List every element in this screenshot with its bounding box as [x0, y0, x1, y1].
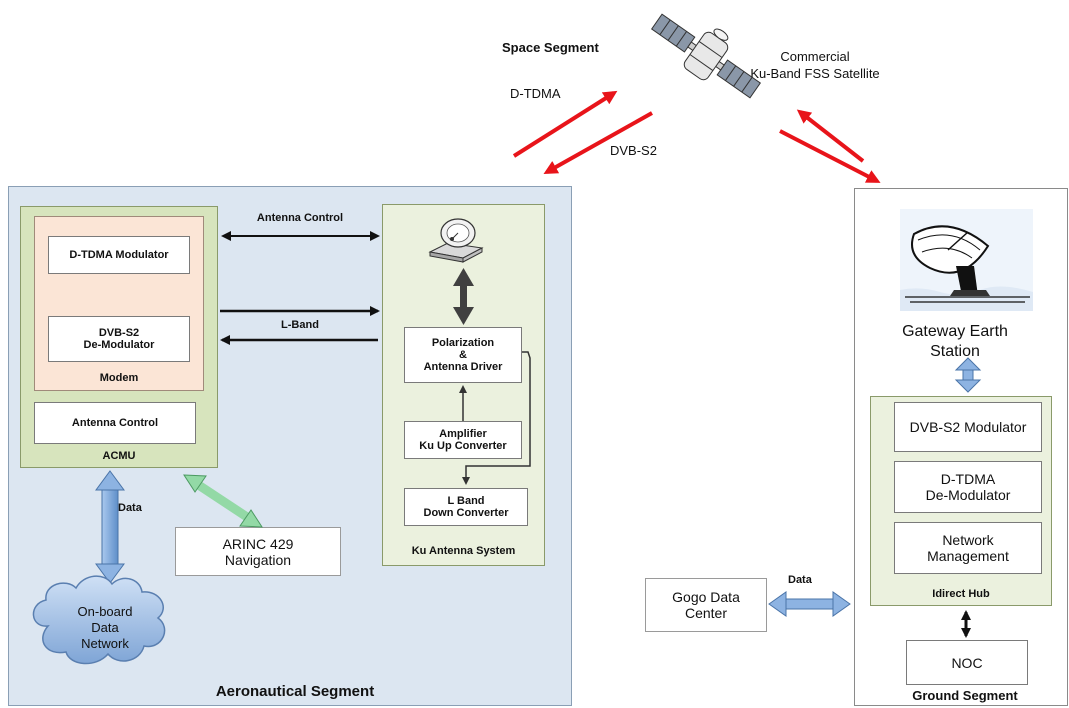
lband-down-converter-box[interactable]: L Band Down Converter [404, 488, 528, 526]
ku-antenna-system-label: Ku Antenna System [411, 545, 516, 557]
noc-box[interactable]: NOC [906, 640, 1028, 685]
dtdma-modulator-box[interactable]: D-TDMA Modulator [48, 236, 190, 274]
acmu-antenna-control-box[interactable]: Antenna Control [34, 402, 196, 444]
dvbs2-modulator-box[interactable]: DVB-S2 Modulator [894, 402, 1042, 452]
modem-label: Modem [99, 372, 139, 384]
dtdma-demodulator-box[interactable]: D-TDMA De-Modulator [894, 461, 1042, 513]
amplifier-ku-up-converter-box[interactable]: Amplifier Ku Up Converter [404, 421, 522, 459]
ground-segment-label: Ground Segment [912, 688, 1018, 703]
gateway-earth-station-label: Gateway Earth Station [902, 323, 1008, 360]
antenna-control-link-label: Antenna Control [256, 212, 344, 224]
gateway-dish-icon [900, 209, 1033, 311]
acmu-network-data-arrow [95, 470, 125, 584]
space-segment-label: Space Segment [502, 40, 599, 55]
aero-data-label: Data [118, 502, 142, 514]
network-management-box[interactable]: Network Management [894, 522, 1042, 574]
ground-data-label: Data [788, 574, 812, 586]
arinc-429-navigation-box[interactable]: ARINC 429 Navigation [175, 527, 341, 576]
dish-driver-arrow [453, 268, 474, 325]
acmu-label: ACMU [102, 450, 136, 462]
dvbs2-downlink-label: DVB-S2 [610, 143, 657, 158]
dtdma-uplink-label: D-TDMA [510, 86, 561, 101]
aeronautical-segment-label: Aeronautical Segment [215, 683, 375, 700]
ku-antenna-icon [428, 218, 484, 263]
lband-link-label: L-Band [281, 319, 319, 331]
dvbs2-demodulator-box[interactable]: DVB-S2 De-Modulator [48, 316, 190, 362]
gateway-hub-arrow [954, 357, 982, 393]
acmu-arinc-arrow [183, 474, 263, 528]
idirect-hub-label: Idirect Hub [932, 588, 990, 600]
polarization-antenna-driver-box[interactable]: Polarization & Antenna Driver [404, 327, 522, 383]
satellite-label: Commercial Ku-Band FSS Satellite [750, 49, 880, 81]
gogo-data-center-box[interactable]: Gogo Data Center [645, 578, 767, 632]
onboard-network-cloud-icon [32, 575, 166, 665]
onboard-data-network-label: On-board Data Network [77, 604, 133, 651]
gogo-hub-data-arrow [768, 591, 851, 617]
satellite-icon [650, 13, 762, 99]
